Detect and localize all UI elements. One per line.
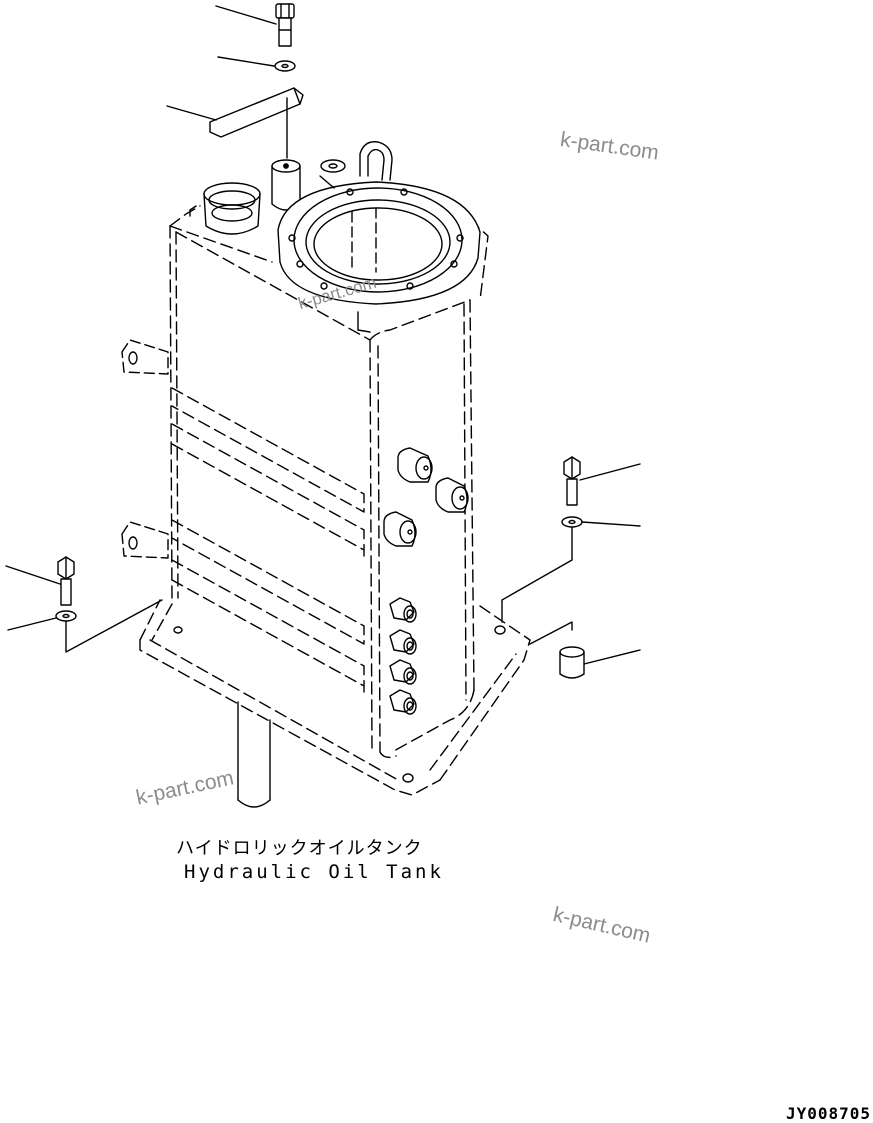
fitting-2 <box>389 629 417 655</box>
base-holes <box>173 625 506 783</box>
side-bosses <box>383 447 469 547</box>
left-upper-lug <box>121 339 169 375</box>
left-bolt-axis <box>65 599 163 653</box>
caption-english: Hydraulic Oil Tank <box>184 861 444 883</box>
filler-cap <box>189 182 261 235</box>
side-strips <box>171 387 365 693</box>
top-bolt <box>275 3 295 47</box>
document-id: JY008705 <box>785 1104 871 1123</box>
fitting-3 <box>389 659 417 685</box>
leader-line-bracket <box>166 105 217 121</box>
caption-japanese: ハイドロリックオイルタンク <box>176 838 423 859</box>
flange-bolt-holes <box>288 188 464 290</box>
right-washer <box>561 516 583 528</box>
top-washer <box>274 60 296 72</box>
left-lower-lug <box>121 521 169 559</box>
suction-pipe <box>237 701 271 808</box>
leader-line-right-washer <box>581 521 641 527</box>
hydraulic-fittings <box>389 597 417 715</box>
bracket-plate <box>209 87 304 138</box>
left-washer <box>55 610 77 622</box>
fitting-1 <box>389 597 417 623</box>
return-tube <box>319 141 393 333</box>
leader-line-top-washer <box>217 56 275 67</box>
leader-line-right-collar <box>583 649 641 665</box>
right-collar-axis <box>529 621 573 645</box>
leader-line-left-washer <box>7 617 57 631</box>
leader-line-top-bolt <box>215 5 277 25</box>
left-bolt <box>57 556 75 606</box>
right-bolt-axis <box>501 527 573 623</box>
right-collar <box>559 646 585 679</box>
fitting-4 <box>389 689 417 715</box>
suction-flange <box>277 181 481 305</box>
leader-line-left-bolt <box>5 565 61 585</box>
right-bolt <box>563 456 581 506</box>
leader-line-right-bolt <box>579 463 641 481</box>
